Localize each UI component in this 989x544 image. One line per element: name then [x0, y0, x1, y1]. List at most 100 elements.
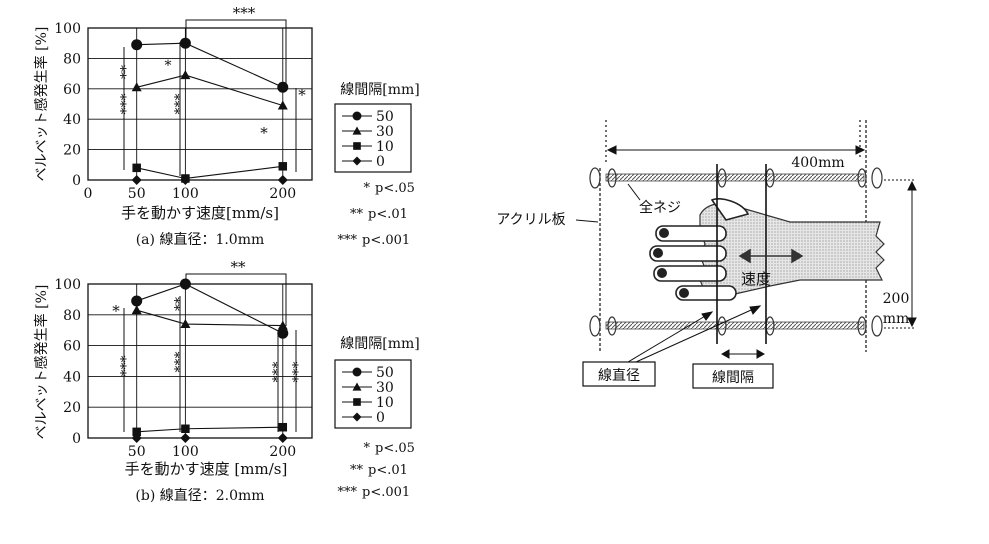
chart-b-ytick-label: 60 — [63, 339, 81, 355]
chart-b-ytick-label: 0 — [72, 431, 81, 447]
chart-b-point-0 — [277, 433, 288, 443]
chart-a-ytick-label: 60 — [63, 82, 81, 98]
chart-a-marks — [131, 37, 289, 185]
chart-a-legend-label: 10 — [376, 139, 394, 155]
acrylic-label: アクリル板 — [496, 212, 565, 228]
chart-a-point-50 — [277, 81, 289, 93]
wire-diameter-box — [582, 361, 656, 387]
chart-b-legend-marker-30 — [352, 382, 362, 391]
chart-b-sig-legend-p-1: p<.05 — [375, 441, 415, 456]
chart-b-legend-label: 10 — [376, 395, 394, 411]
dimension-width — [606, 145, 866, 155]
chart-b-sig-legend-sym-1: * — [364, 441, 371, 456]
chart-b-sig-4: *** — [166, 352, 182, 373]
chart-b-marks — [131, 278, 289, 443]
chart-b-point-50 — [131, 295, 143, 307]
wire-diameter-leaders — [627, 305, 762, 363]
apparatus-diagram: 速度 400mm 200 mm 全ネジ アクリル板 線直径 — [496, 120, 917, 389]
chart-b-legend-title: 線間隔[mm] — [340, 336, 419, 352]
chart-a-sig-3: * — [165, 58, 172, 74]
wire-spacing-label: 線間隔 — [712, 370, 754, 386]
chart-a-significance-legend: * p<.05 ** p<.01 *** p<.001 — [338, 181, 415, 248]
chart-a-ylabel: ベルベット感発生率 [%] — [33, 27, 50, 182]
chart-b-ytick-label: 40 — [63, 369, 81, 385]
chart-a-legend-box — [334, 103, 412, 173]
hand-illustration — [649, 198, 885, 301]
chart-b-sig-top: ** — [231, 258, 247, 276]
chart-a-point-30 — [180, 70, 191, 80]
chart-a-legend-marker-10 — [353, 142, 361, 150]
chart-a-point-50 — [179, 37, 191, 49]
chart-b-title: (b) 線直径：2.0mm — [135, 487, 264, 504]
chart-a-significance-brackets — [123, 19, 297, 176]
chart-b-point-10 — [132, 427, 141, 437]
chart-a-sig-legend-p-1: p<.05 — [375, 181, 415, 196]
chart-a-sig-legend-sym-2: ** — [350, 207, 364, 222]
speed-label: 速度 — [741, 270, 771, 288]
chart-b-point-10 — [278, 422, 288, 432]
chart-b-sig-5: *** — [264, 362, 280, 383]
chart-a-sig-1: ** — [112, 65, 128, 79]
chart-b-legend-label: 30 — [376, 380, 394, 396]
chart-a-series-line-30 — [136, 74, 283, 107]
wire-spacing-dimension — [720, 349, 766, 359]
chart-b-sig-1: * — [112, 302, 120, 320]
chart-a-sig-4: *** — [166, 94, 182, 115]
chart-b-ylabel: ベルベット感発生率 [%] — [33, 285, 50, 440]
chart-a-point-10 — [278, 162, 288, 171]
chart-b-xtick-label: 50 — [128, 444, 146, 460]
chart-b-legend-marker-50 — [352, 367, 362, 377]
threaded-rods — [605, 173, 865, 330]
chart-a-legend-title: 線間隔[mm] — [340, 82, 419, 98]
wire-spacing-box — [692, 363, 774, 389]
chart-b-series-line-10 — [136, 426, 283, 433]
chart-b-series-line-30 — [136, 309, 283, 327]
chart-a-sig-2: *** — [112, 94, 128, 115]
dimension-width-label: 400mm — [791, 155, 844, 171]
chart-a-point-30 — [131, 82, 142, 92]
chart-b-sig-2: ** — [166, 297, 182, 311]
chart-a-sig-6: * — [298, 86, 306, 104]
chart-a-legend-label: 0 — [376, 154, 385, 170]
chart-a-xtick-label: 50 — [128, 186, 146, 202]
chart-b-sig-legend-sym-3: *** — [338, 485, 358, 500]
chart-a-sig-legend-sym-1: * — [364, 181, 371, 196]
chart-b-sig-6: *** — [284, 362, 300, 383]
chart-a-sig-5: * — [260, 124, 268, 142]
chart-b-legend-label: 50 — [376, 365, 394, 381]
chart-a-title: (a) 線直径：1.0mm — [136, 231, 265, 248]
chart-a-xlabel: 手を動かす速度[mm/s] — [121, 204, 279, 222]
chart-b-point-0 — [180, 433, 191, 443]
chart-b-sig-legend-sym-2: ** — [350, 463, 364, 478]
speed-arrow — [738, 248, 804, 264]
chart-a-legend-marker-50 — [352, 111, 362, 121]
chart-a-series-line-50 — [136, 42, 284, 88]
chart-b-point-30 — [277, 320, 288, 330]
dimension-height-unit: mm — [883, 311, 910, 327]
chart-a-point-0 — [277, 175, 288, 185]
chart-a-point-10 — [132, 163, 141, 173]
chart-b-legend-marker-10 — [353, 398, 361, 406]
chart-a-xtick-label: 200 — [269, 186, 296, 202]
chart-b-xlabel: 手を動かす速度 [mm/s] — [125, 460, 288, 478]
chart-a-series-line-10 — [136, 165, 283, 180]
chart-a-ytick-label: 0 — [72, 173, 81, 189]
chart-a-sig-legend-p-2: p<.01 — [368, 207, 408, 222]
dimension-height — [884, 179, 917, 329]
chart-b-xtick-label: 100 — [172, 444, 199, 460]
dimension-height-label: 200 — [883, 291, 910, 307]
acrylic-leader — [575, 219, 599, 223]
chart-b-ytick-label: 20 — [63, 400, 81, 416]
chart-a-point-30 — [277, 100, 288, 110]
wire-diameter-label: 線直径 — [598, 367, 640, 384]
chart-a-sig-legend-sym-3: *** — [338, 233, 358, 248]
chart-b-xtick-label: 200 — [269, 444, 296, 460]
